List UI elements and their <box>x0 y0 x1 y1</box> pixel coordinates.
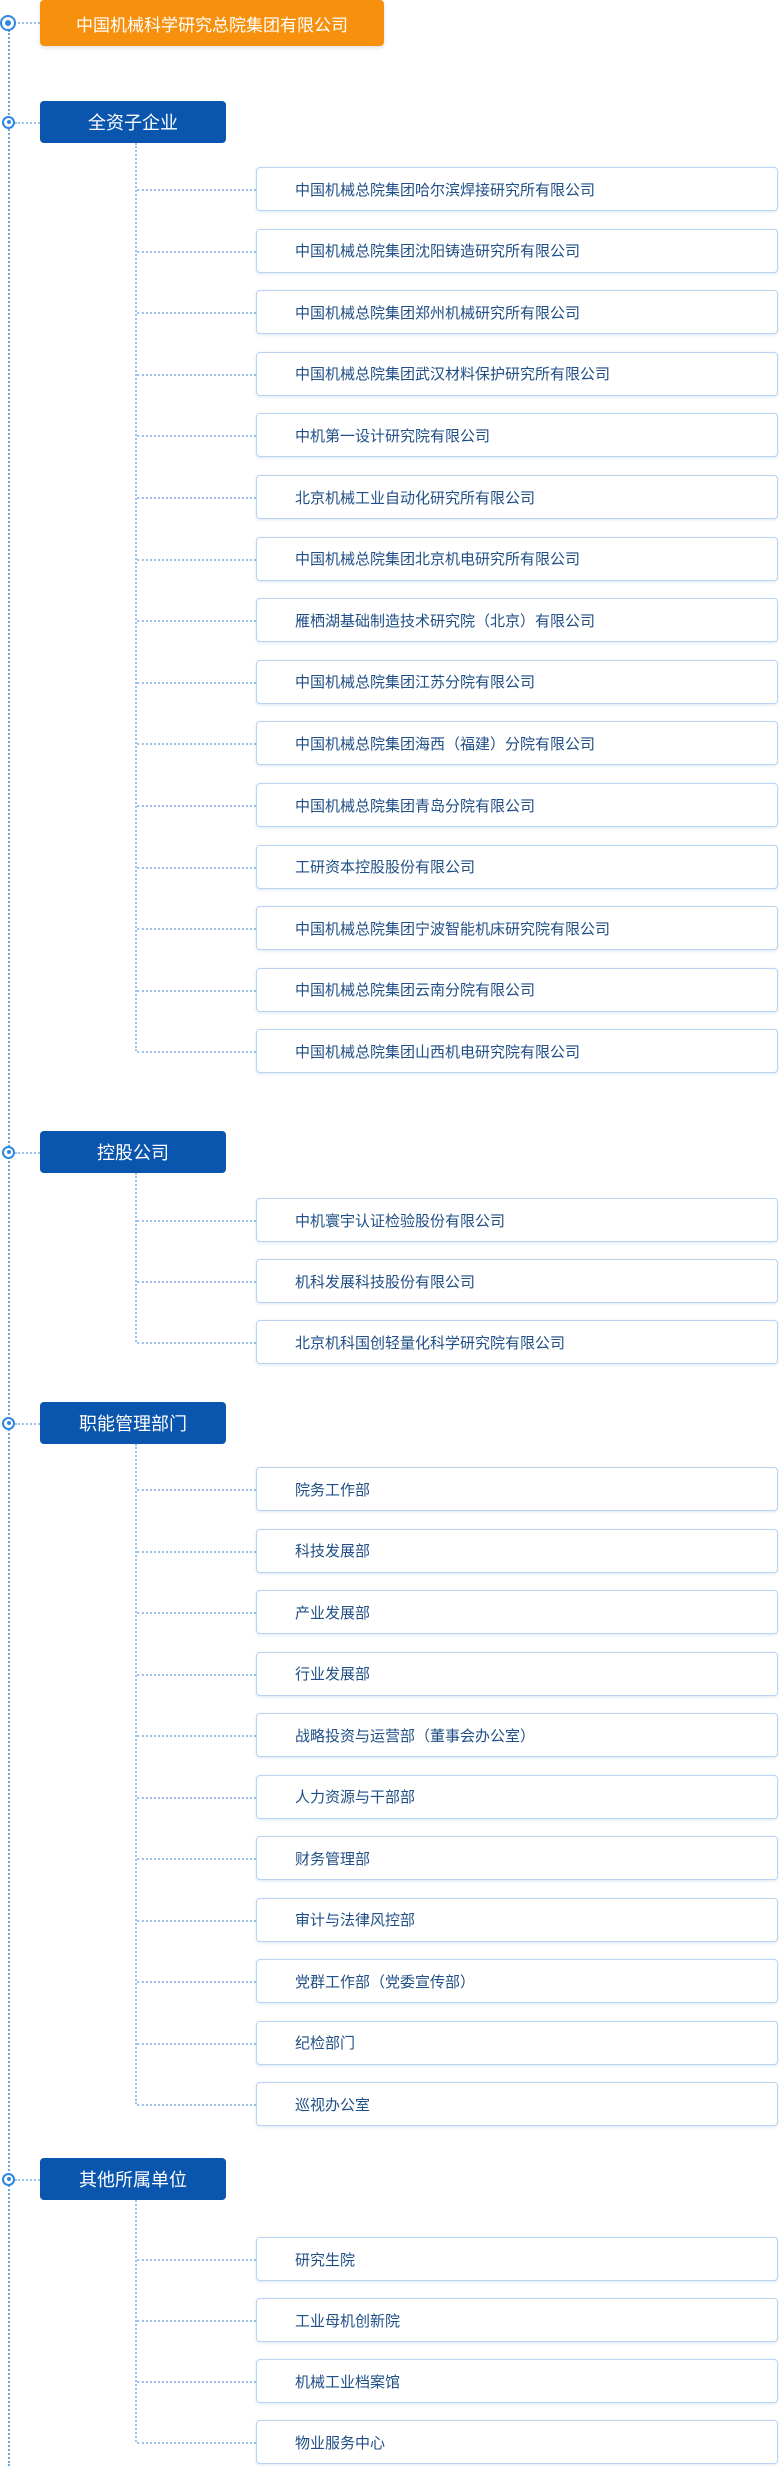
item-connector-line <box>137 1858 256 1860</box>
item-connector-line <box>137 373 256 376</box>
item-connector-line <box>137 1919 256 1922</box>
org-unit-item[interactable]: 人力资源与干部部 <box>256 1774 778 1819</box>
item-connector-line <box>137 2104 256 2106</box>
org-unit-item[interactable]: 工业母机创新院 <box>256 2298 778 2342</box>
section-wholly-owned-box[interactable]: 全资子企业 <box>40 101 226 143</box>
section-marker-wholly-owned <box>2 115 15 129</box>
org-unit-item[interactable]: 雁栖湖基础制造技术研究院（北京）有限公司 <box>256 598 778 643</box>
org-unit-item[interactable]: 院务工作部 <box>256 1467 778 1511</box>
section-holding-branch-line <box>135 1173 137 1343</box>
org-unit-item[interactable]: 审计与法律风控部 <box>256 1897 778 1942</box>
root-org-box[interactable]: 中国机械科学研究总院集团有限公司 <box>40 0 384 46</box>
section-other-box[interactable]: 其他所属单位 <box>40 2158 226 2200</box>
org-unit-item[interactable]: 北京机械工业自动化研究所有限公司 <box>256 475 778 519</box>
item-connector-line <box>137 1612 256 1614</box>
org-unit-item[interactable]: 巡视办公室 <box>256 2082 778 2126</box>
item-connector-line <box>137 1550 256 1553</box>
org-unit-item[interactable]: 中国机械总院集团郑州机械研究所有限公司 <box>256 290 778 335</box>
item-connector-line <box>137 1489 256 1491</box>
item-connector-line <box>137 2381 256 2383</box>
org-unit-item[interactable]: 中机寰宇认证检验股份有限公司 <box>256 1198 778 1242</box>
org-unit-item[interactable]: 中机第一设计研究院有限公司 <box>256 413 778 458</box>
item-connector-line <box>137 312 256 315</box>
item-connector-line <box>137 989 256 992</box>
item-connector-line <box>137 1673 256 1676</box>
org-unit-item[interactable]: 战略投资与运营部（董事会办公室） <box>256 1713 778 1757</box>
item-connector-line <box>137 2042 256 2045</box>
org-unit-item[interactable]: 中国机械总院集团山西机电研究院有限公司 <box>256 1029 778 1074</box>
item-connector-line <box>137 928 256 931</box>
org-unit-item[interactable]: 中国机械总院集团宁波智能机床研究院有限公司 <box>256 906 778 951</box>
org-unit-item[interactable]: 中国机械总院集团江苏分院有限公司 <box>256 659 778 704</box>
item-connector-line <box>137 1342 256 1345</box>
org-unit-item[interactable]: 中国机械总院集团武汉材料保护研究所有限公司 <box>256 351 778 396</box>
org-unit-item[interactable]: 机械工业档案馆 <box>256 2359 778 2403</box>
org-unit-item[interactable]: 中国机械总院集团沈阳铸造研究所有限公司 <box>256 228 778 273</box>
section-functional-branch-line <box>135 1444 137 2104</box>
section-connector-wholly-owned <box>15 122 40 124</box>
section-other-branch-line <box>135 2200 137 2442</box>
item-connector-line <box>137 2442 256 2444</box>
item-connector-line <box>137 805 256 807</box>
section-marker-holding <box>2 1145 15 1159</box>
org-unit-item[interactable]: 科技发展部 <box>256 1528 778 1573</box>
item-connector-line <box>137 1796 256 1799</box>
item-connector-line <box>137 189 256 191</box>
org-unit-item[interactable]: 中国机械总院集团云南分院有限公司 <box>256 967 778 1012</box>
org-unit-item[interactable]: 中国机械总院集团北京机电研究所有限公司 <box>256 536 778 581</box>
section-connector-holding <box>15 1152 40 1154</box>
org-unit-item[interactable]: 财务管理部 <box>256 1836 778 1880</box>
item-connector-line <box>137 743 256 746</box>
org-unit-item[interactable]: 产业发展部 <box>256 1590 778 1634</box>
item-connector-line <box>137 2259 256 2261</box>
org-unit-item[interactable]: 党群工作部（党委宣传部） <box>256 1959 778 2003</box>
root-node-marker <box>0 15 16 31</box>
section-functional-box[interactable]: 职能管理部门 <box>40 1402 226 1444</box>
section-marker-functional <box>2 1416 15 1430</box>
item-connector-line <box>137 1220 256 1222</box>
org-unit-item[interactable]: 工研资本控股股份有限公司 <box>256 844 778 889</box>
section-holding-box[interactable]: 控股公司 <box>40 1131 226 1173</box>
org-unit-item[interactable]: 中国机械总院集团青岛分院有限公司 <box>256 783 778 827</box>
section-marker-other <box>2 2172 15 2186</box>
item-connector-line <box>137 1051 256 1054</box>
section-connector-functional <box>15 1423 40 1425</box>
item-connector-line <box>137 435 256 438</box>
org-unit-item[interactable]: 纪检部门 <box>256 2020 778 2065</box>
org-unit-item[interactable]: 行业发展部 <box>256 1651 778 1696</box>
item-connector-line <box>137 250 256 253</box>
org-unit-item[interactable]: 中国机械总院集团海西（福建）分院有限公司 <box>256 721 778 766</box>
main-trunk-line <box>8 30 10 2466</box>
section-wholly-owned-branch-line <box>135 143 137 1052</box>
item-connector-line <box>137 558 256 561</box>
item-connector-line <box>137 866 256 869</box>
org-unit-item[interactable]: 机科发展科技股份有限公司 <box>256 1259 778 1304</box>
item-connector-line <box>137 497 256 499</box>
item-connector-line <box>137 1281 256 1284</box>
root-connector-line <box>10 22 40 24</box>
item-connector-line <box>137 2320 256 2322</box>
item-connector-line <box>137 1735 256 1737</box>
org-unit-item[interactable]: 研究生院 <box>256 2237 778 2281</box>
item-connector-line <box>137 681 256 684</box>
item-connector-line <box>137 620 256 623</box>
item-connector-line <box>137 1981 256 1983</box>
section-connector-other <box>15 2179 40 2181</box>
org-unit-item[interactable]: 北京机科国创轻量化科学研究院有限公司 <box>256 1320 778 1365</box>
org-unit-item[interactable]: 中国机械总院集团哈尔滨焊接研究所有限公司 <box>256 167 778 211</box>
org-unit-item[interactable]: 物业服务中心 <box>256 2420 778 2464</box>
